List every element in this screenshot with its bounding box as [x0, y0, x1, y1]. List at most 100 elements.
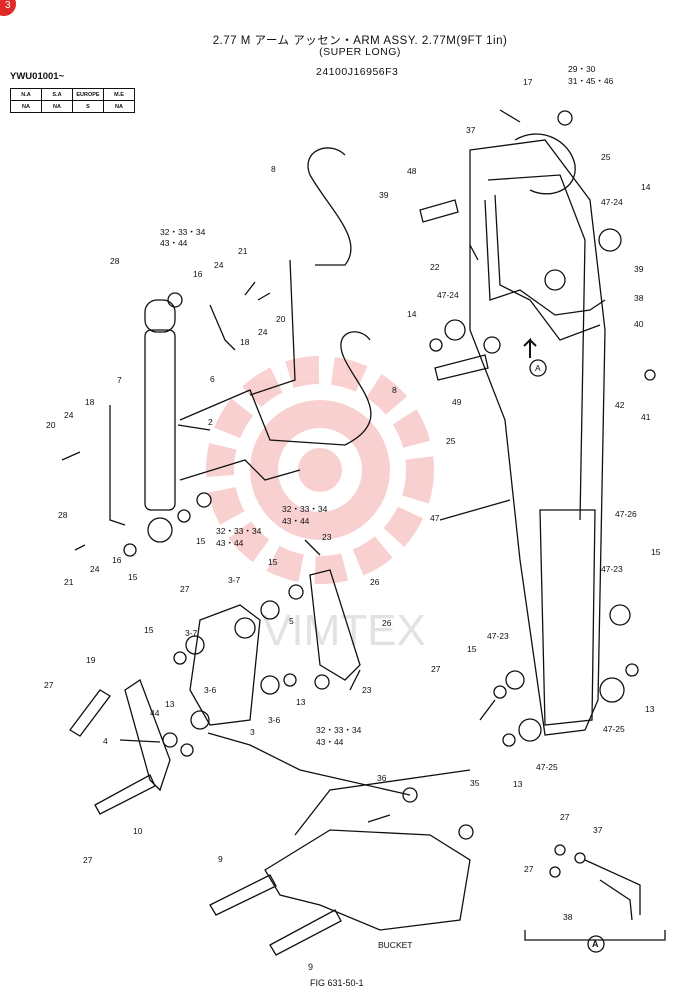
part-label: 8: [392, 385, 397, 395]
detail-a-marker: [529, 359, 547, 377]
washer: [180, 743, 194, 757]
part-label: 35: [470, 778, 480, 788]
washer: [123, 543, 137, 557]
part-label: 36: [377, 773, 387, 783]
part-label: 16: [112, 555, 122, 565]
bushing: [518, 718, 542, 742]
bushing: [599, 677, 625, 703]
part-label: 28: [58, 510, 68, 520]
part-label: 15: [144, 625, 154, 635]
bushing: [505, 670, 525, 690]
bushing: [190, 710, 210, 730]
part-label: 49: [452, 397, 462, 407]
market-value-row: NA NA S NA: [10, 100, 135, 113]
washer: [167, 292, 183, 308]
pin-19: [69, 689, 111, 737]
part-label: 10: [133, 826, 143, 836]
pipe-6: [209, 304, 236, 351]
part-label: 38: [563, 912, 573, 922]
part-label: 24: [64, 410, 74, 420]
bushing: [260, 675, 280, 695]
part-label: 44: [150, 708, 160, 718]
pin-48: [419, 199, 459, 223]
bucket-outline: [264, 829, 471, 931]
washer: [502, 733, 516, 747]
arm-pin-hole: [483, 336, 501, 354]
part-label: 6: [210, 374, 215, 384]
leader-line: [294, 769, 471, 836]
part-label: 47: [430, 513, 440, 523]
part-label: 39: [379, 190, 389, 200]
bucket-label: BUCKET: [378, 940, 412, 950]
part-label: 32・33・34: [160, 227, 206, 237]
market-table: N.A S.A EUROPE M.E NA NA S NA: [10, 88, 135, 113]
part-label: 4: [103, 736, 108, 746]
leader-line: [179, 459, 301, 481]
part-label: 17: [523, 77, 533, 87]
part-label: 47-24: [437, 290, 459, 300]
link-5-body: [309, 569, 361, 681]
part-label: 32・33・34: [282, 504, 328, 514]
pin-49: [434, 354, 489, 381]
pipe-7: [109, 405, 126, 526]
washer: [288, 584, 304, 600]
part-label: 19: [86, 655, 96, 665]
part-label: 21: [64, 577, 74, 587]
cylinder-2-rod-head: [144, 299, 176, 333]
part-label: 2: [208, 417, 213, 427]
detail-a-bracket: [524, 930, 666, 941]
part-label: 27: [431, 664, 441, 674]
arm-plate-26: [539, 509, 596, 726]
detail-a-fitting: [554, 844, 566, 856]
part-label: 41: [641, 412, 651, 422]
leader-line: [119, 739, 161, 743]
part-label: 14: [641, 182, 651, 192]
part-label: 3-6: [204, 685, 217, 695]
part-label: 9: [218, 854, 223, 864]
bushing: [598, 228, 622, 252]
cylinder-2-barrel: [144, 329, 176, 511]
part-label: 3-6: [268, 715, 281, 725]
part-label: 23: [322, 532, 332, 542]
part-label: 24: [258, 327, 268, 337]
part-label: 15: [268, 557, 278, 567]
part-label: 18: [240, 337, 250, 347]
part-label: 25: [446, 436, 456, 446]
part-label: 20: [276, 314, 286, 324]
part-code: 24100J16956F3: [316, 66, 399, 78]
part-label: 22: [430, 262, 440, 272]
part-label: 13: [165, 699, 175, 709]
bushing: [185, 635, 205, 655]
part-label: 26: [382, 618, 392, 628]
watermark-gear-icon: [206, 356, 434, 584]
parts-linework: [61, 109, 666, 956]
washer: [283, 673, 297, 687]
link-3-body: [189, 604, 261, 726]
part-label: 24: [90, 564, 100, 574]
detail-a-hose: [599, 879, 633, 921]
part-label: 15: [651, 547, 661, 557]
washer: [196, 492, 212, 508]
detail-a-letter: A: [535, 363, 541, 373]
detail-a-fitting: [549, 866, 561, 878]
leader-line: [177, 424, 211, 431]
part-label: 47-23: [487, 631, 509, 641]
cylinder-2-eye: [147, 517, 173, 543]
part-label: 48: [407, 166, 417, 176]
badge-number: 3: [5, 0, 11, 11]
bushing: [260, 600, 280, 620]
part-label: 43・44: [282, 516, 310, 526]
diagram-subtitle: (SUPER LONG): [319, 46, 401, 58]
part-label: 15: [467, 644, 477, 654]
detail-a-marker: [587, 935, 605, 953]
part-label: 7: [117, 375, 122, 385]
part-label: 13: [513, 779, 523, 789]
part-label: 3-7: [228, 575, 241, 585]
bolt: [469, 244, 479, 261]
part-label: 47-24: [601, 197, 623, 207]
washer: [644, 369, 656, 381]
part-label: 47-23: [601, 564, 623, 574]
part-label: 13: [645, 704, 655, 714]
hose-8-lower: [340, 331, 372, 446]
